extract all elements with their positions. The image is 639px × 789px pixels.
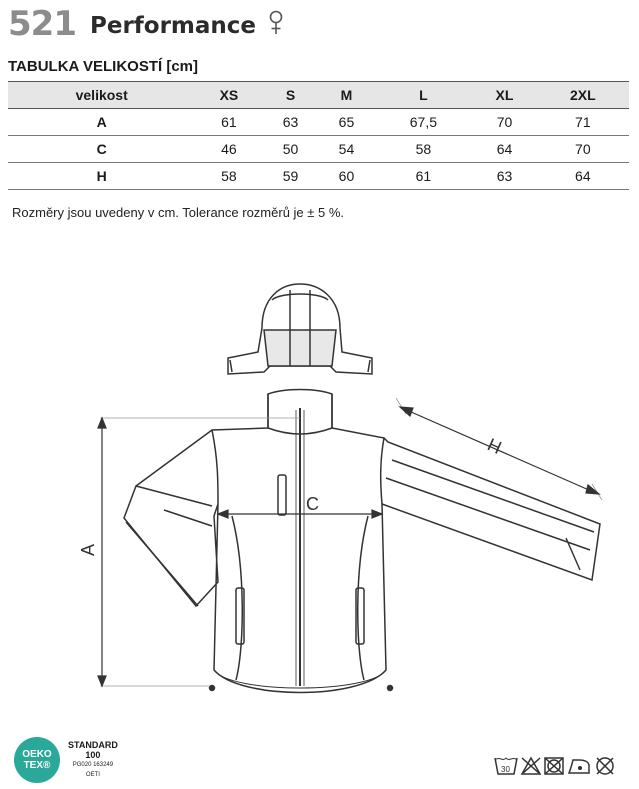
model-number: 521	[8, 4, 77, 44]
table-cell: 50	[262, 135, 319, 163]
measurement-h	[395, 397, 603, 501]
table-cell: 63	[472, 162, 537, 190]
column-header: velikost	[8, 81, 196, 109]
column-header: XS	[195, 81, 263, 109]
size-table-title: TABULKA VELIKOSTÍ [cm]	[8, 58, 198, 75]
measurement-a-label: A	[78, 544, 98, 556]
column-header: XL	[472, 81, 537, 109]
model-name: Performance	[89, 13, 257, 39]
measurement-c	[216, 509, 384, 519]
table-cell: 58	[374, 135, 473, 163]
table-cell: 61	[195, 108, 263, 136]
table-row: C 46 50 54 58 64 70	[8, 135, 629, 163]
oeko-tex-text: STANDARD 100 PG020 163249 OETI	[68, 740, 118, 778]
no-tumble-dry-icon	[544, 757, 564, 775]
row-label: A	[8, 108, 196, 136]
table-cell: 63	[262, 108, 319, 136]
no-dry-clean-icon	[596, 757, 614, 775]
table-cell: 67,5	[374, 108, 473, 136]
measurement-h-label: H	[484, 434, 504, 458]
column-header: S	[262, 81, 319, 109]
svg-text:30: 30	[501, 765, 510, 774]
table-cell: 65	[318, 108, 375, 136]
row-label: H	[8, 162, 196, 190]
no-bleach-icon	[520, 756, 542, 775]
oeko-tex-logo: OEKO TEX®	[14, 737, 60, 783]
wash-30-icon: 30	[494, 757, 518, 775]
row-label: C	[8, 135, 196, 163]
measurement-c-label: C	[306, 494, 319, 514]
column-header: L	[374, 81, 473, 109]
care-symbols: 30	[494, 756, 614, 775]
iron-low-icon	[567, 759, 590, 774]
table-cell: 70	[472, 108, 537, 136]
column-header: M	[318, 81, 375, 109]
table-cell: 70	[536, 135, 629, 163]
table-cell: 71	[536, 108, 629, 136]
table-row: H 58 59 60 61 63 64	[8, 162, 629, 190]
jacket-diagram: A C H	[78, 283, 603, 694]
table-cell: 64	[472, 135, 537, 163]
table-cell: 61	[374, 162, 473, 190]
oeko-tex-certification: OEKO TEX® STANDARD 100 PG020 163249 OETI	[14, 737, 118, 783]
size-table: velikost XS S M L XL 2XL A 61 63 65 67,5…	[8, 81, 629, 190]
measurement-a	[97, 416, 300, 688]
table-cell: 60	[318, 162, 375, 190]
female-symbol-icon	[269, 10, 283, 34]
jacket-drawing	[123, 388, 601, 694]
column-header: 2XL	[536, 81, 629, 109]
tolerance-note: Rozměry jsou uvedeny v cm. Tolerance roz…	[12, 205, 345, 220]
table-cell: 54	[318, 135, 375, 163]
table-cell: 64	[536, 162, 629, 190]
table-cell: 58	[195, 162, 263, 190]
hood-drawing	[227, 283, 373, 375]
product-header: 521 Performance	[8, 2, 256, 46]
table-row: A 61 63 65 67,5 70 71	[8, 108, 629, 136]
size-table-header-row: velikost XS S M L XL 2XL	[8, 81, 629, 109]
table-cell: 59	[262, 162, 319, 190]
table-cell: 46	[195, 135, 263, 163]
